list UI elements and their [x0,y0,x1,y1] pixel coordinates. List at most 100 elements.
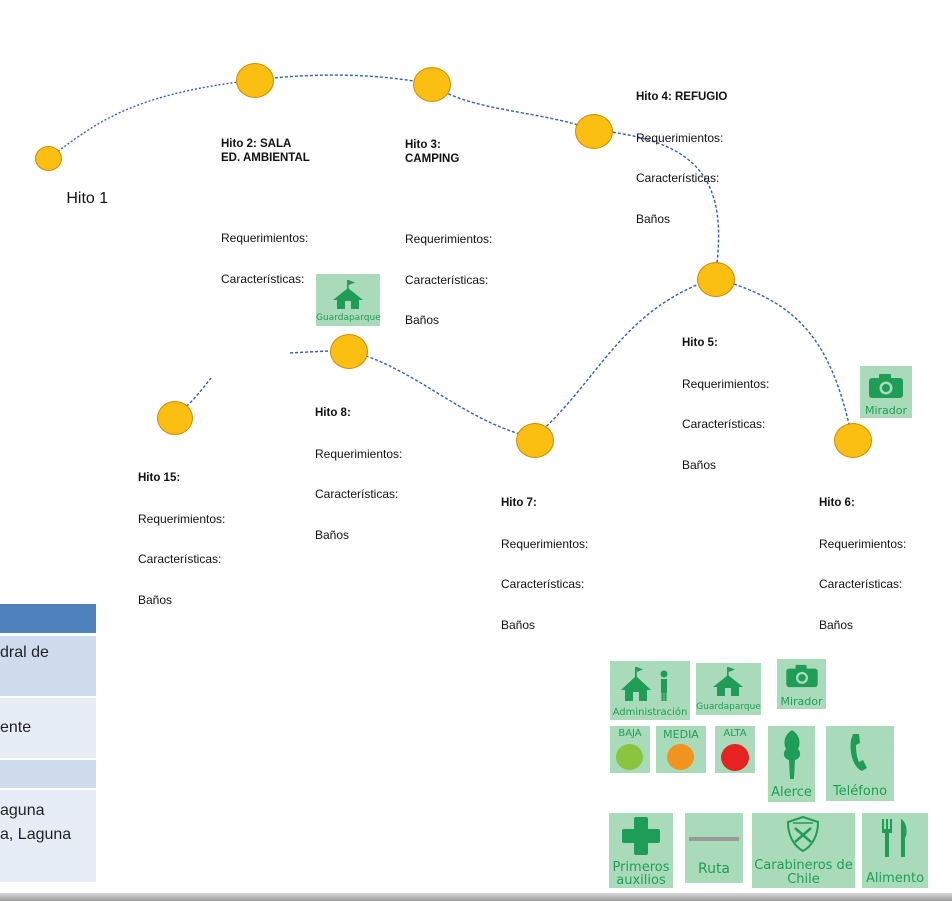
hito-3-title: Hito 3: CAMPING [405,139,460,165]
hito-4-title: Hito 4: REFUGIO [636,91,728,103]
hito-7-banos: Baños [501,617,536,632]
hito-2-label: Hito 2: SALA ED. AMBIENTAL Requerimiento… [221,111,310,313]
hito-4-label: Hito 4: REFUGIO Requerimientos: Caracter… [636,64,727,253]
hito-15-label: Hito 15: Requerimientos: Características… [138,445,225,634]
low-level-dot-icon [616,744,643,770]
map-guardaparque-caption: Guardaparque [316,313,381,323]
table-row-4: aguna a, Laguna [0,790,96,882]
hito-3-node[interactable] [413,67,451,102]
route-hito2-hito3 [254,74,432,85]
hito-8-label: Hito 8: Requerimientos: Características:… [315,380,402,569]
route-hito1-hito2 [47,79,256,159]
hito-8-car: Características: [315,487,399,501]
hito-1-title: Hito 1 [66,189,109,207]
legend-media: MEDIA [656,726,706,773]
hito-15-title: Hito 15: [138,472,181,484]
hito-8-req: Requerimientos: [315,446,403,461]
fork-knife-icon [882,819,907,857]
ranger-house-icon [713,667,743,696]
legend-ruta: Ruta [685,813,743,883]
hito-5-banos: Baños [682,457,717,472]
hito-7-title: Hito 7: [501,497,537,509]
table-row-1: dral de [0,636,96,696]
hito-7-req: Requerimientos: [501,536,589,551]
hito-4-car: Características: [636,171,720,185]
hito-6-car: Características: [819,577,903,591]
hito-5-title: Hito 5: [682,337,718,349]
hito-8-node[interactable] [330,334,368,369]
hito-2-car: Características: [221,271,305,286]
tree-icon [783,730,801,779]
legend-administracion: Administración [610,661,690,720]
medium-level-dot-icon [667,744,694,770]
hito-5-label: Hito 5: Requerimientos: Características:… [682,310,769,499]
legend-alerce: Alerce [768,726,815,802]
legend-mirador-caption: Mirador [780,695,823,708]
hito-6-label: Hito 6: Requerimientos: Características:… [819,470,906,659]
hito-6-node[interactable] [834,423,872,458]
hito-15-car: Características: [138,552,222,566]
table-row-2-text: ente [0,719,32,736]
hito-1-node[interactable] [35,146,62,171]
route-hito4-hito5 [592,129,720,279]
map-mirador-marker[interactable]: Mirador [860,366,912,418]
table-row-2: ente [0,698,96,758]
legend-guardaparque-caption: Guardaparque [696,702,761,712]
map-mirador-caption: Mirador [864,404,908,417]
legend-media-caption: MEDIA [663,728,699,741]
route-hito5-hito7 [533,277,716,439]
legend-ruta-caption: Ruta [697,861,731,877]
hito-6-banos: Baños [819,617,854,632]
police-badge-icon [786,816,820,852]
legend-alimento-caption: Alimento [865,871,925,886]
table-row-4-line2: a, Laguna [0,826,72,843]
hito-4-node[interactable] [575,114,613,149]
legend-baja: BAJA [610,726,650,773]
hito-15-banos: Baños [138,592,173,607]
hito-2-req: Requerimientos: [221,231,309,245]
first-aid-cross-icon [622,817,660,855]
hito-6-req: Requerimientos: [819,536,907,551]
administration-icon [621,667,668,701]
hito-5-req: Requerimientos: [682,376,770,391]
hito-5-node[interactable] [697,262,735,297]
hito-7-label: Hito 7: Requerimientos: Características:… [501,470,588,659]
legend-guardaparque: Guardaparque [696,663,761,715]
legend-administracion-caption: Administración [612,707,688,718]
hito-2-blank [221,192,310,205]
hito-8-title: Hito 8: [315,407,351,419]
legend-alimento: Alimento [862,813,928,888]
hito-2-node[interactable] [236,63,274,98]
hito-3-blank [405,193,492,206]
phone-icon [850,734,867,771]
table-header [0,604,96,633]
hito-3-car: Características: [405,272,489,287]
hito-7-node[interactable] [516,423,554,458]
slide-bottom-border [0,893,952,901]
hito-7-car: Características: [501,577,585,591]
hito-3-req: Requerimientos: [405,232,493,246]
map-guardaparque-marker[interactable]: Guardaparque [316,274,381,326]
ranger-house-icon [333,280,363,309]
hito-2-title: Hito 2: SALA ED. AMBIENTAL [221,138,310,164]
legend-carabineros-caption: Carabineros de Chile [754,858,853,887]
legend-alta-caption: ALTA [723,728,747,739]
hito-6-title: Hito 6: [819,497,855,509]
legend-primeros-auxilios: Primeros auxilios [609,813,673,888]
camera-icon [786,664,818,688]
route-hito5-hito6 [714,277,853,439]
hito-4-req: Requerimientos: [636,130,724,145]
legend-alta: ALTA [715,726,755,773]
hito-4-banos: Baños [636,211,671,226]
hito-5-car: Características: [682,417,766,431]
legend-baja-caption: BAJA [618,728,642,739]
legend-alerce-caption: Alerce [771,785,812,800]
camera-icon [869,374,903,398]
table-row-4-line1: aguna [0,802,45,819]
hito-15-node[interactable] [157,401,193,435]
hito-3-label: Hito 3: CAMPING Requerimientos: Caracter… [405,112,492,355]
hito-8-banos: Baños [315,527,350,542]
table-row-1-text: dral de [0,644,49,661]
